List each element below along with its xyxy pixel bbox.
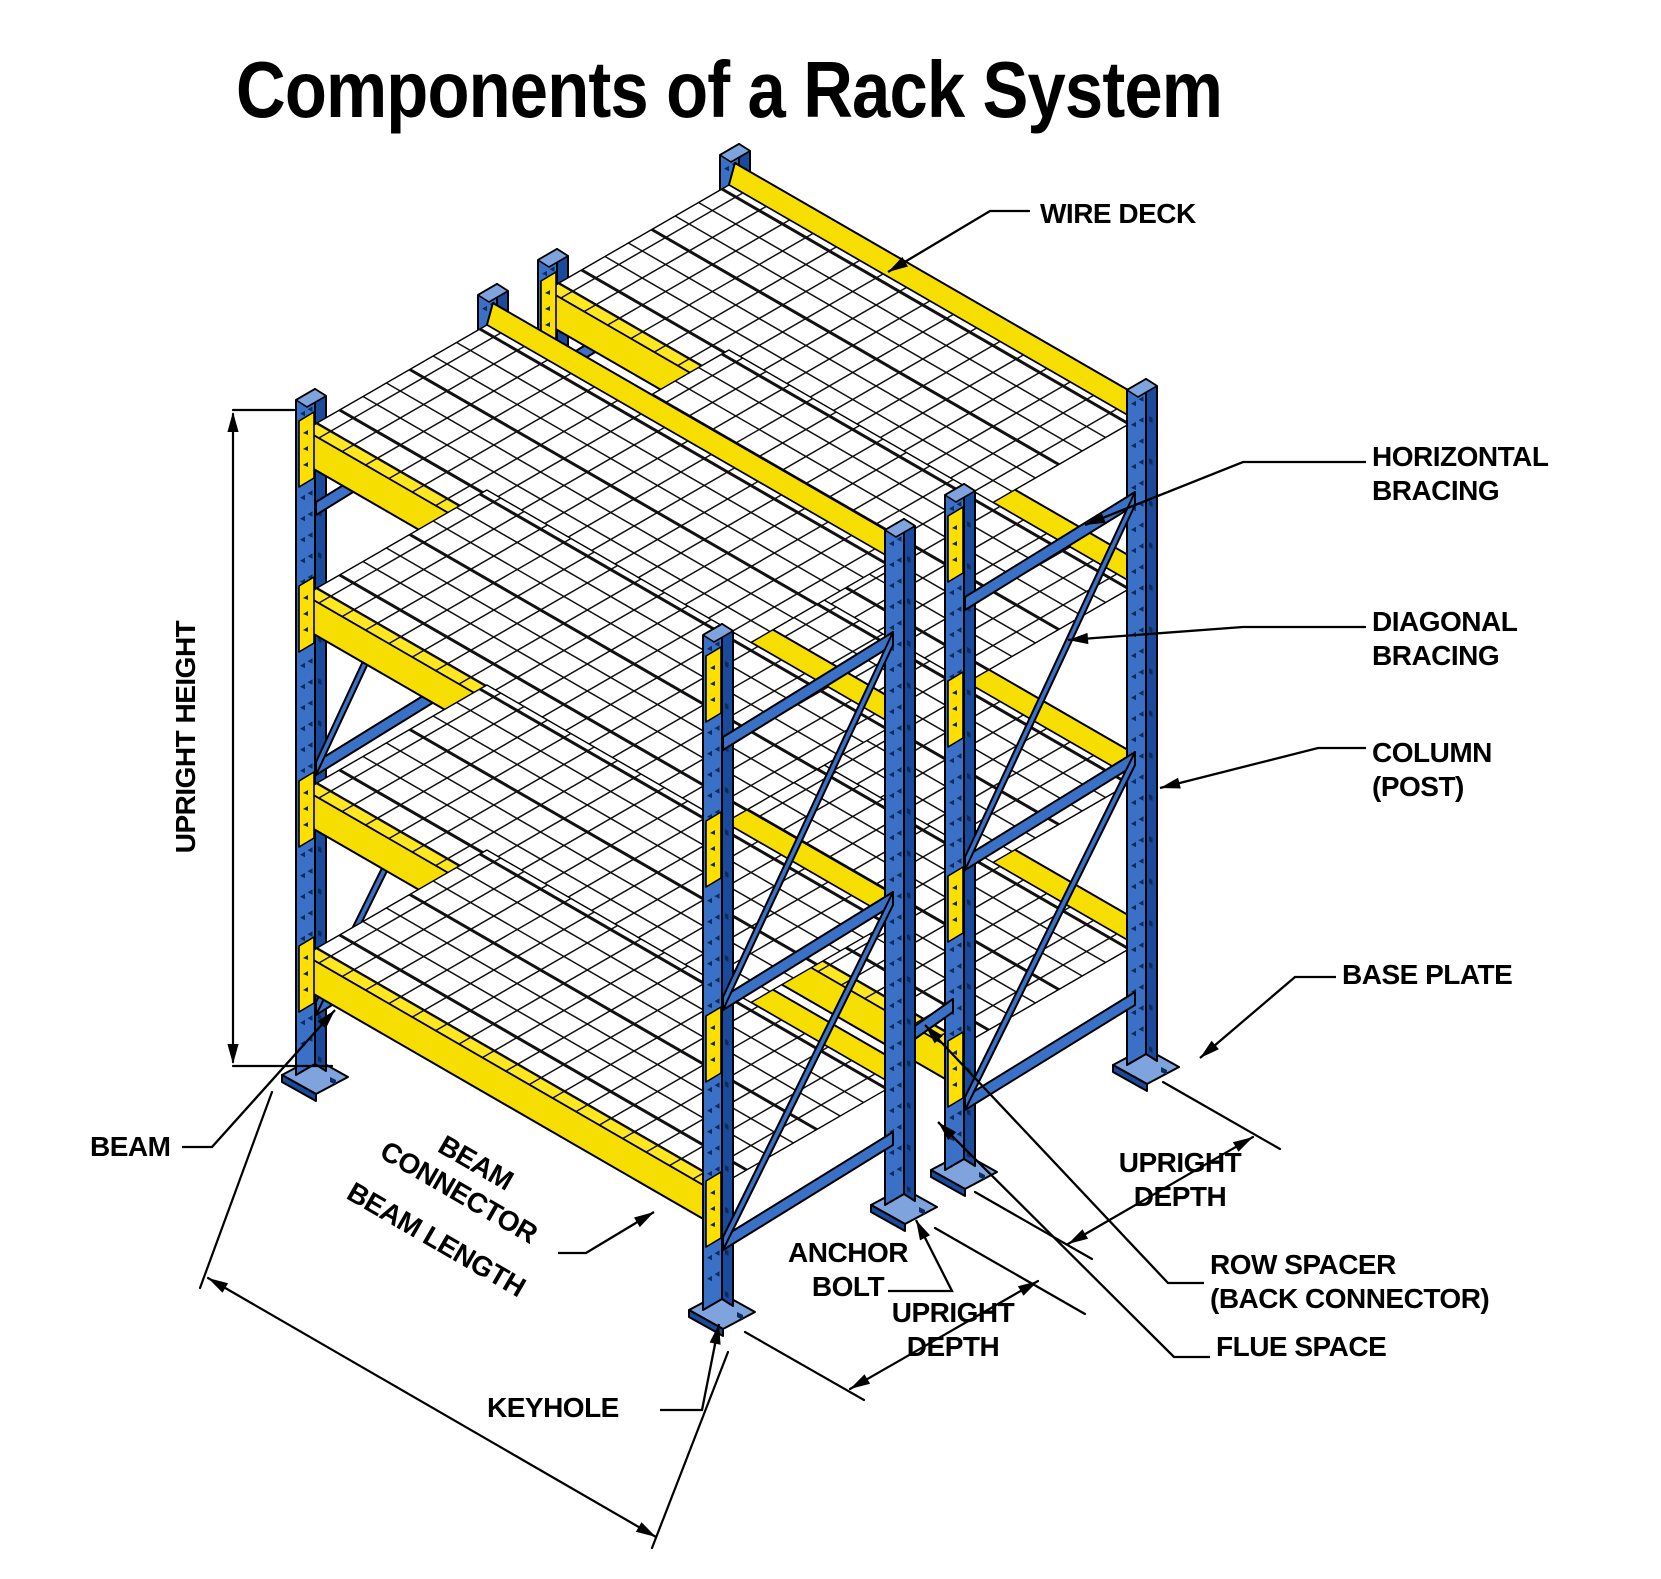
- diagram-title: Components of a Rack System: [236, 45, 1223, 134]
- label-upright-depth-right: UPRIGHT DEPTH: [1118, 1146, 1242, 1212]
- label-keyhole: KEYHOLE: [487, 1392, 619, 1423]
- rack-structure: [182, 143, 1366, 1550]
- label-wire-deck: WIRE DECK: [1040, 198, 1196, 229]
- label-row-spacer: ROW SPACER (BACK CONNECTOR): [1210, 1249, 1490, 1315]
- label-horizontal-bracing: HORIZONTAL BRACING: [1372, 441, 1549, 507]
- label-diagonal-bracing: DIAGONAL BRACING: [1372, 606, 1518, 672]
- label-column-post: COLUMN (POST): [1372, 737, 1492, 803]
- label-beam: BEAM: [90, 1131, 171, 1162]
- label-upright-depth-bottom: UPRIGHT DEPTH: [891, 1296, 1015, 1362]
- label-base-plate: BASE PLATE: [1342, 959, 1513, 990]
- label-anchor-bolt: ANCHOR BOLT: [788, 1236, 908, 1302]
- label-flue-space: FLUE SPACE: [1216, 1331, 1387, 1362]
- label-upright-height: UPRIGHT HEIGHT: [169, 620, 201, 854]
